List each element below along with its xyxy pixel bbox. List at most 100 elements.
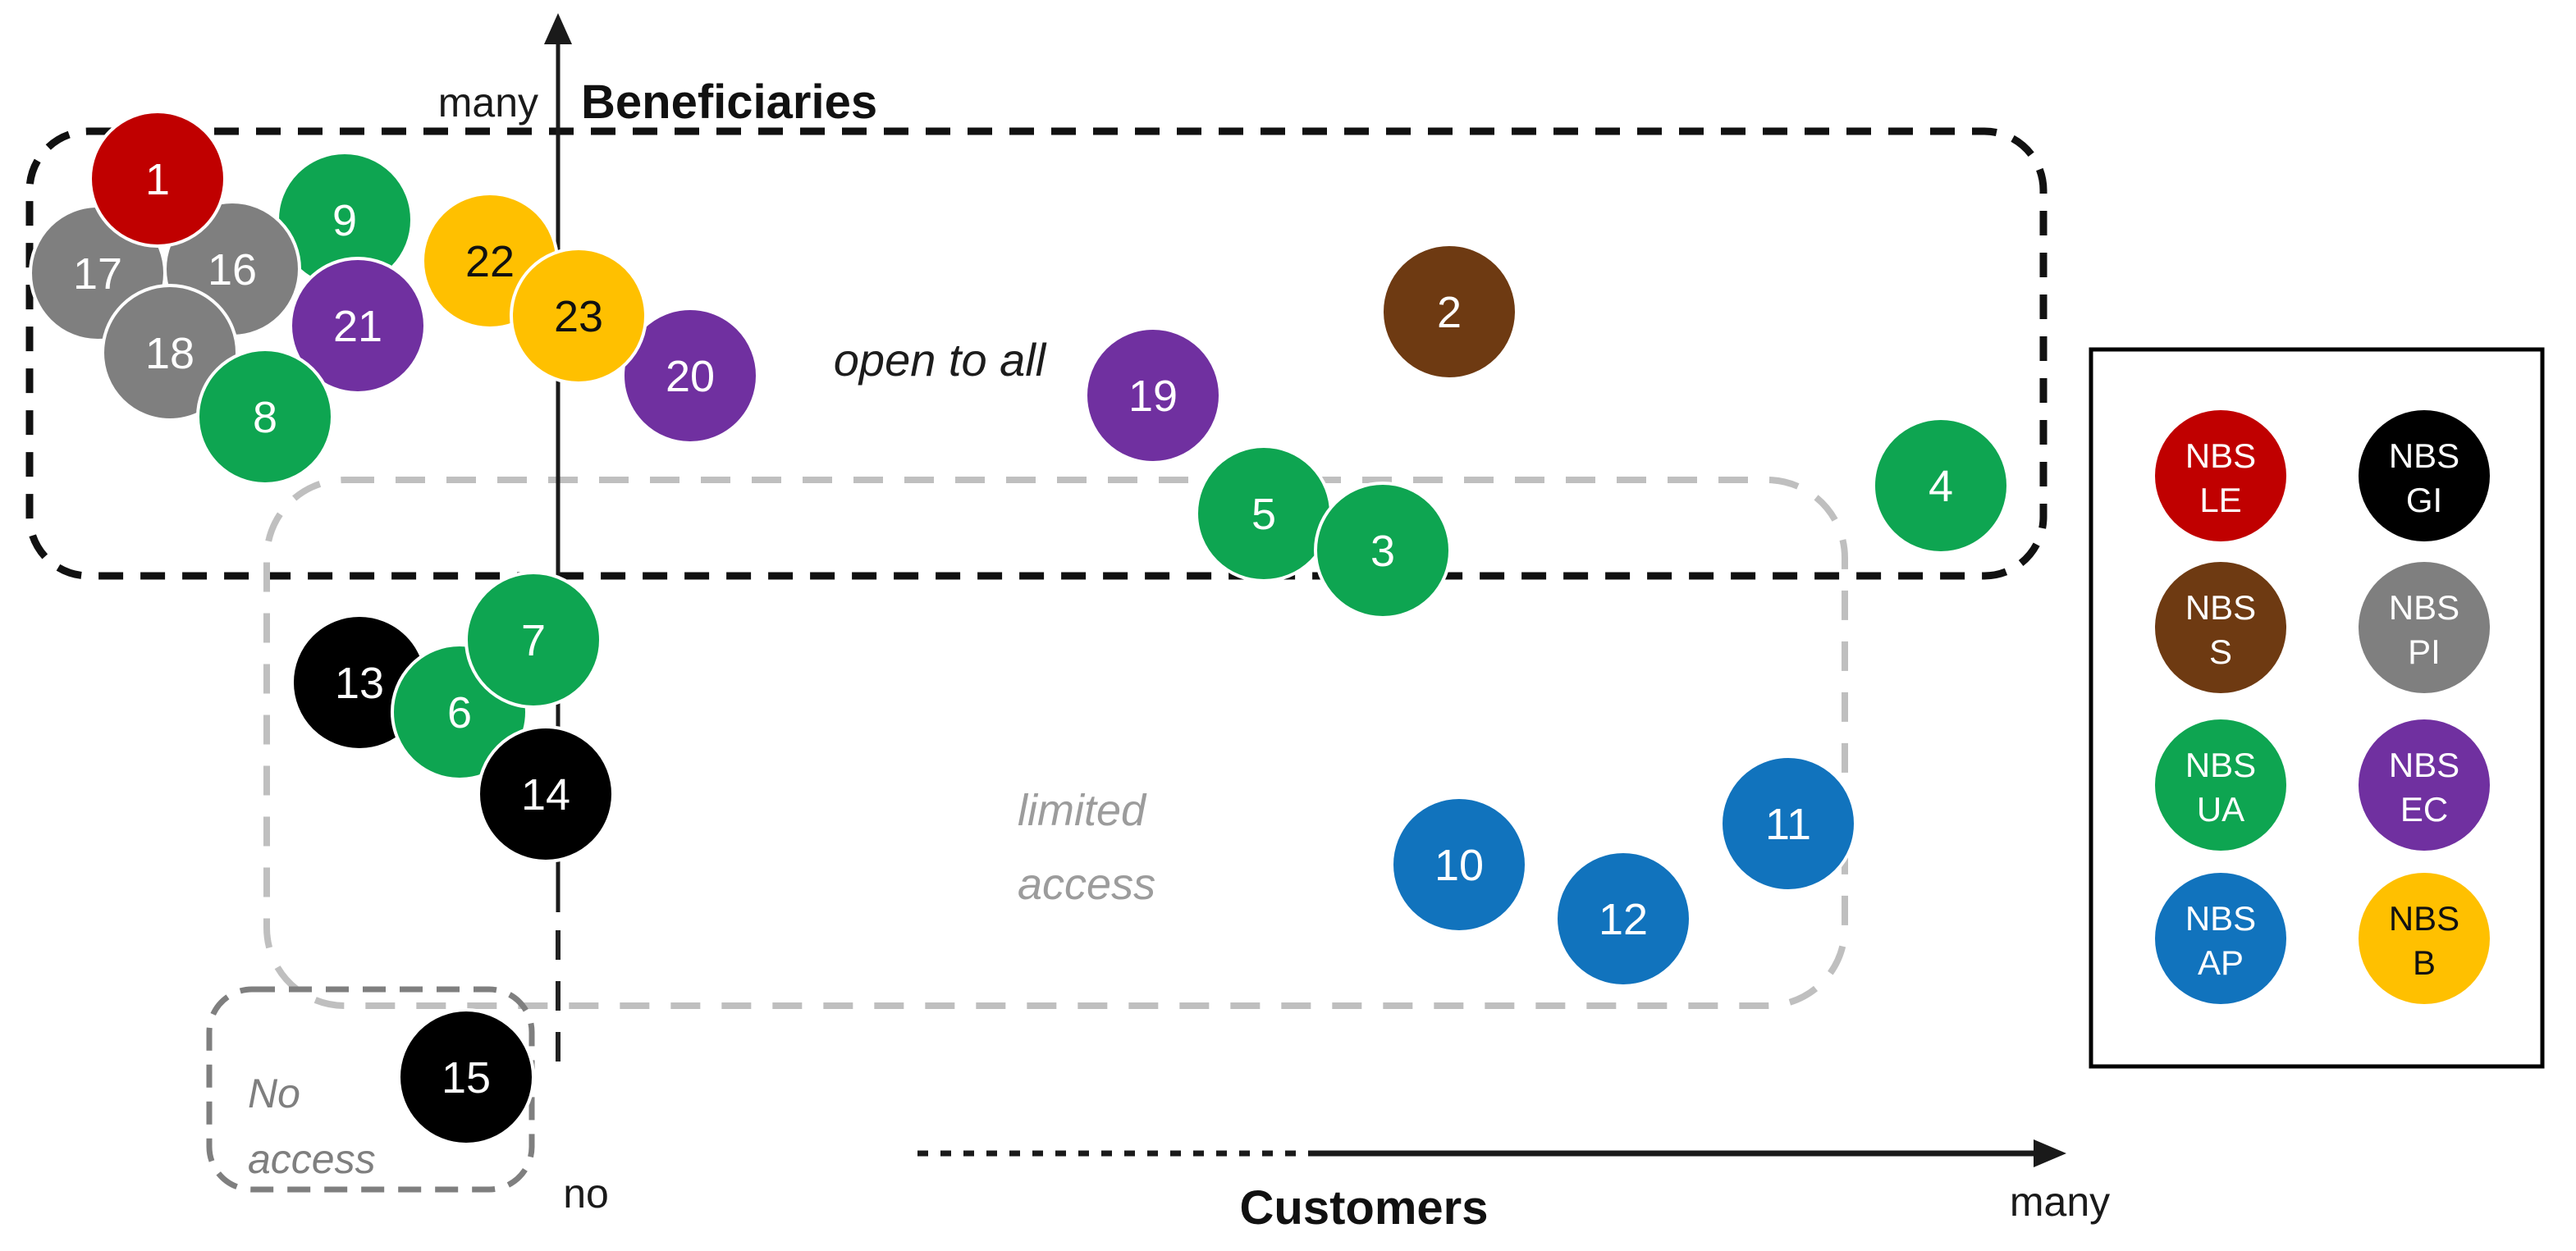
legend-item-nbs-pi: NBS PI [2359, 562, 2490, 693]
limited-access-region-outline [263, 477, 1848, 1009]
bubble-13-number: 13 [335, 659, 384, 708]
bubble-11-number: 11 [1765, 800, 1811, 849]
no-access-label-line1: No [248, 1071, 300, 1116]
legend-label-line2: S [2209, 632, 2232, 671]
bubble-19-number: 19 [1128, 372, 1178, 421]
bubble-5: 5 [1195, 445, 1333, 582]
legend-label-line2: LE [2199, 481, 2241, 519]
bubble-8: 8 [196, 348, 334, 486]
limited-access-label-line1: limited [1018, 786, 1147, 835]
legend-swatch-icon [2155, 562, 2286, 693]
bubble-17-number: 17 [73, 249, 122, 299]
bubble-19-circle [1084, 326, 1222, 464]
legend-label-line2: B [2413, 943, 2436, 982]
bubble-23-circle [510, 247, 647, 385]
bubble-19: 19 [1084, 326, 1222, 464]
bubble-10-number: 10 [1434, 841, 1484, 890]
bubble-3-circle [1314, 482, 1452, 619]
bubble-1: 1 [89, 110, 226, 248]
legend-swatch-icon [2359, 562, 2490, 693]
bubble-18-number: 18 [145, 329, 194, 378]
legend-item-nbs-ap: NBS AP [2155, 873, 2286, 1004]
bubble-3: 3 [1314, 482, 1452, 619]
bubble-4-number: 4 [1929, 462, 1953, 511]
legend-item-nbs-ua: NBS UA [2155, 719, 2286, 851]
legend-label-line2: GI [2406, 481, 2442, 519]
open-to-all-region-outline [25, 127, 2048, 580]
bubble-9-number: 9 [332, 196, 357, 245]
legend-label-line2: UA [2197, 790, 2244, 829]
legend-swatch-icon [2155, 719, 2286, 851]
legend-item-nbs-s: NBS S [2155, 562, 2286, 693]
legend-swatch-icon [2155, 873, 2286, 1004]
bubble-20-number: 20 [666, 352, 715, 401]
legend-swatch-icon [2359, 873, 2490, 1004]
bubble-7-circle [464, 571, 602, 709]
bubble-21-number: 21 [333, 302, 382, 351]
bubble-12: 12 [1554, 850, 1692, 988]
limited-access-label-line2: access [1018, 860, 1155, 909]
legend-label-line1: NBS [2389, 899, 2459, 938]
legend-label-line2: AP [2198, 943, 2244, 982]
bubble-12-circle [1554, 850, 1692, 988]
bubble-21: 21 [289, 257, 427, 395]
bubble-8-number: 8 [253, 393, 277, 442]
bubble-11: 11 [1719, 755, 1857, 893]
legend-item-nbs-b: NBS B [2359, 873, 2490, 1004]
no-access-label-line2: access [248, 1136, 376, 1182]
open-to-all-label: open to all [834, 334, 1047, 386]
bubble-7-number: 7 [521, 616, 546, 665]
bubble-22-number: 22 [465, 237, 515, 286]
bubble-16-number: 16 [208, 245, 257, 294]
bubble-20-circle [621, 307, 759, 445]
legend-item-nbs-le: NBS LE [2155, 410, 2286, 541]
bubble-14-number: 14 [521, 770, 570, 820]
bubble-8-circle [196, 348, 334, 486]
bubble-15-circle [397, 1008, 535, 1146]
legend-label-line1: NBS [2185, 899, 2256, 938]
bubble-2: 2 [1380, 243, 1518, 381]
legend-label-line1: NBS [2389, 588, 2459, 627]
bubble-14: 14 [477, 725, 615, 863]
legend-label-line1: NBS [2389, 436, 2459, 475]
no-access-region-outline [206, 986, 535, 1193]
bubble-14-circle [477, 725, 615, 863]
x-axis-title: Customers [1240, 1181, 1489, 1235]
y-axis-max-label: many [438, 80, 538, 126]
bubble-3-number: 3 [1370, 527, 1395, 576]
bubble-1-circle [89, 110, 226, 248]
bubble-23: 23 [510, 247, 647, 385]
bubble-2-circle [1380, 243, 1518, 381]
x-axis-arrowhead-icon [2034, 1139, 2066, 1167]
bubble-1-number: 1 [145, 155, 170, 204]
legend-label-line2: PI [2408, 632, 2441, 671]
bubble-15-number: 15 [442, 1053, 491, 1103]
legend-swatch-icon [2359, 719, 2490, 851]
legend-item-nbs-gi: NBS GI [2359, 410, 2490, 541]
x-axis-origin-label: no [563, 1171, 609, 1217]
bubble-21-circle [289, 257, 427, 395]
bubble-20: 20 [621, 307, 759, 445]
bubble-10-circle [1390, 796, 1528, 934]
bubble-23-number: 23 [554, 292, 603, 341]
bubble-5-number: 5 [1251, 490, 1276, 539]
bubble-11-circle [1719, 755, 1857, 893]
bubble-6-number: 6 [447, 688, 472, 737]
legend-swatch-icon [2359, 410, 2490, 541]
legend-label-line1: NBS [2389, 746, 2459, 784]
y-axis-arrowhead-icon [544, 13, 572, 44]
legend-label-line1: NBS [2185, 436, 2256, 475]
legend-label-line1: NBS [2185, 588, 2256, 627]
bubble-4-circle [1872, 417, 2010, 555]
legend-label-line1: NBS [2185, 746, 2256, 784]
bubble-2-number: 2 [1437, 288, 1462, 337]
bubble-7: 7 [464, 571, 602, 709]
x-axis-max-label: many [2010, 1179, 2110, 1225]
bubble-9: 9 [276, 151, 414, 289]
bubbles-layer: 9 17 16 1 22 18 21 8 20 23 19 2 5 3 4 13 67 14 10 12 11 15 [29, 110, 2010, 1146]
bubble-10: 10 [1390, 796, 1528, 934]
